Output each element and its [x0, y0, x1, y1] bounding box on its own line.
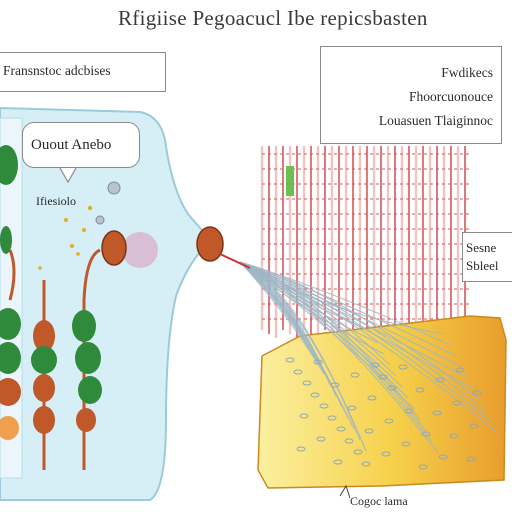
receptor-loop: [299, 413, 309, 419]
receptor-loop: [384, 418, 394, 424]
callout-side-line-1: Sesne: [466, 240, 497, 255]
receptor-loop: [469, 423, 479, 429]
receptor-loop: [472, 390, 482, 396]
nucleus-green: [0, 145, 18, 185]
synaptic-bulb-left: [101, 230, 127, 266]
strand-fan: [239, 261, 499, 470]
strand: [239, 261, 487, 412]
receptor-loop: [333, 459, 343, 465]
strand: [239, 261, 355, 430]
receptor-loop: [370, 362, 380, 368]
receptor-loop: [302, 380, 312, 386]
callout-side-line-2: Sbleel: [466, 258, 499, 273]
receptor-loop: [418, 464, 428, 470]
red-connector: [219, 253, 251, 269]
bottom-label: Cogoc lama: [350, 494, 408, 508]
callout-left-top: Fransnstoc adcbises: [0, 52, 166, 92]
receptor-loop: [313, 359, 323, 365]
bead-chain-right: [72, 310, 102, 432]
receptor-loop: [364, 428, 374, 434]
bead-chain-middle: [31, 320, 57, 434]
receptor-loop: [387, 385, 397, 391]
nucleus-green-small: [0, 226, 12, 254]
strand: [239, 261, 499, 434]
receptor-loop: [350, 372, 360, 378]
receptor-loop: [316, 436, 326, 442]
receptor-loop: [336, 426, 346, 432]
callout-right-line-2: Fhoorcuonouce: [409, 89, 493, 104]
receptor-loop: [310, 392, 320, 398]
bead-chain-left: [0, 308, 21, 440]
callout-cell: Ouout Anebo: [22, 122, 140, 168]
receptor-loop: [415, 387, 425, 393]
callout-right-line-1: Fwdikecs: [441, 65, 493, 80]
receptor-loop: [293, 369, 303, 375]
receptor-loop: [404, 408, 414, 414]
receptor-loop: [330, 382, 340, 388]
neurotransmitter-dots: [38, 205, 93, 270]
synaptic-bulb-right: [196, 226, 224, 262]
receptor-loop: [327, 415, 337, 421]
receptor-loop: [452, 400, 462, 406]
vesicle-gray: [107, 181, 121, 195]
diagram-title: Rfigiise Pegoacucl Ibe repicsbasten: [118, 6, 428, 30]
callout-right-line-3: Louasuen Tlaiginnoc: [378, 113, 493, 128]
receptor-loop: [361, 461, 371, 467]
axon-curve-3: [8, 249, 16, 301]
callout-right-top: Fwdikecs Fhoorcuonouce Louasuen Tlaiginn…: [320, 46, 502, 144]
strand: [239, 261, 325, 375]
receptor-loop: [432, 410, 442, 416]
receptor-loop: [378, 374, 388, 380]
receptor-loop: [367, 395, 377, 401]
receptor-loop: [449, 433, 459, 439]
receptor-loop: [398, 364, 408, 370]
callout-pointer-mid: [59, 167, 77, 184]
strand: [239, 261, 439, 454]
fiber-grid: [260, 146, 470, 338]
vesicle-pink: [122, 232, 158, 268]
receptor-loop: [353, 449, 363, 455]
receptor-loop: [285, 357, 295, 363]
receptor-loop: [319, 403, 329, 409]
axon-curve: [82, 248, 101, 470]
strand: [239, 261, 493, 423]
cell-label: Ifiesiolo: [36, 194, 76, 208]
receptor-loop: [401, 441, 411, 447]
callout-side: Sesne Sbleel: [462, 232, 512, 282]
receptor-loop: [438, 454, 448, 460]
receptor-loop: [347, 405, 357, 411]
receptor-loop: [296, 446, 306, 452]
muscle-block: [257, 315, 507, 489]
receptor-loop: [344, 438, 354, 444]
strand: [239, 261, 409, 399]
vesicle-gray-2: [95, 215, 105, 225]
bottom-bracket: [339, 484, 351, 499]
strand: [239, 261, 481, 401]
fiber-marker: [286, 166, 294, 196]
receptor-loop: [381, 451, 391, 457]
receptor-loop: [435, 377, 445, 383]
receptor-loop: [421, 431, 431, 437]
receptor-loop: [466, 456, 476, 462]
receptor-loop: [455, 367, 465, 373]
